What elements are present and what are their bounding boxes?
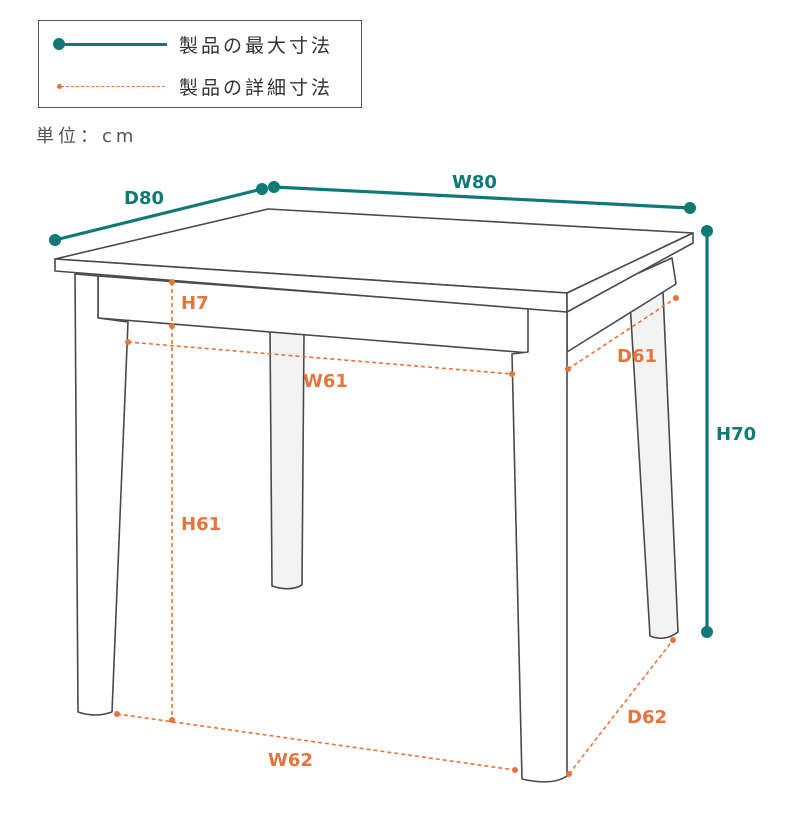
apron-height-dot-top xyxy=(169,279,175,285)
width-max-line xyxy=(272,185,692,210)
tabletop-right-edge xyxy=(566,232,694,313)
legend: 製品の最大寸法 製品の詳細寸法 xyxy=(38,20,362,108)
leg-front-right xyxy=(511,307,568,783)
legend-row-detail: 製品の詳細寸法 xyxy=(39,67,361,107)
legend-row-max: 製品の最大寸法 xyxy=(39,25,361,65)
width-max-label: W80 xyxy=(452,172,497,193)
dimension-labels: D80 W80 H70 H7 H61 W61 D61 W62 D62 xyxy=(124,172,756,771)
max-dimension-lines xyxy=(49,181,713,638)
legend-solid-line xyxy=(57,43,167,46)
floor-depth-line xyxy=(568,639,674,775)
height-max-dot-start xyxy=(701,225,713,237)
depth-max-dot-end xyxy=(256,183,268,195)
unit-label: 単位：cm xyxy=(36,126,138,147)
apron-depth-label: D61 xyxy=(617,346,657,367)
leg-height-label: H61 xyxy=(181,514,221,535)
apron-width-dot-end xyxy=(509,371,515,377)
apron-height-label: H7 xyxy=(181,293,209,314)
width-max-dot-end xyxy=(684,202,696,214)
apron-depth-dot-start xyxy=(565,366,571,372)
floor-depth-dot-end xyxy=(670,637,676,643)
legend-dashed-dot xyxy=(57,84,62,89)
floor-width-line xyxy=(116,713,516,771)
apron-width-line xyxy=(127,341,513,375)
legend-detail-label: 製品の詳細寸法 xyxy=(179,77,334,99)
apron-width-label: W61 xyxy=(303,371,348,392)
floor-width-label: W62 xyxy=(268,750,313,771)
apron-depth-line xyxy=(567,297,677,370)
legend-dashed-line xyxy=(61,86,165,87)
apron-width-dot-start xyxy=(125,339,131,345)
floor-width-dot-start xyxy=(114,711,120,717)
table-drawing xyxy=(54,208,694,783)
leg-front-left xyxy=(74,273,129,716)
leg-back-left xyxy=(269,329,305,590)
depth-max-label: D80 xyxy=(124,188,164,209)
detail-dimension-lines xyxy=(114,279,679,777)
height-max-dot-end xyxy=(701,626,713,638)
floor-depth-label: D62 xyxy=(627,707,667,728)
height-max-label: H70 xyxy=(716,424,756,445)
depth-max-line xyxy=(53,187,264,242)
floor-width-dot-end xyxy=(512,767,518,773)
legend-solid-dot xyxy=(53,38,65,50)
depth-max-dot-start xyxy=(49,234,61,246)
leg-back-right xyxy=(629,291,679,640)
width-max-dot-start xyxy=(268,181,280,193)
apron-depth-dot-end xyxy=(673,295,679,301)
floor-depth-dot-start xyxy=(566,771,572,777)
legend-max-label: 製品の最大寸法 xyxy=(179,35,334,57)
